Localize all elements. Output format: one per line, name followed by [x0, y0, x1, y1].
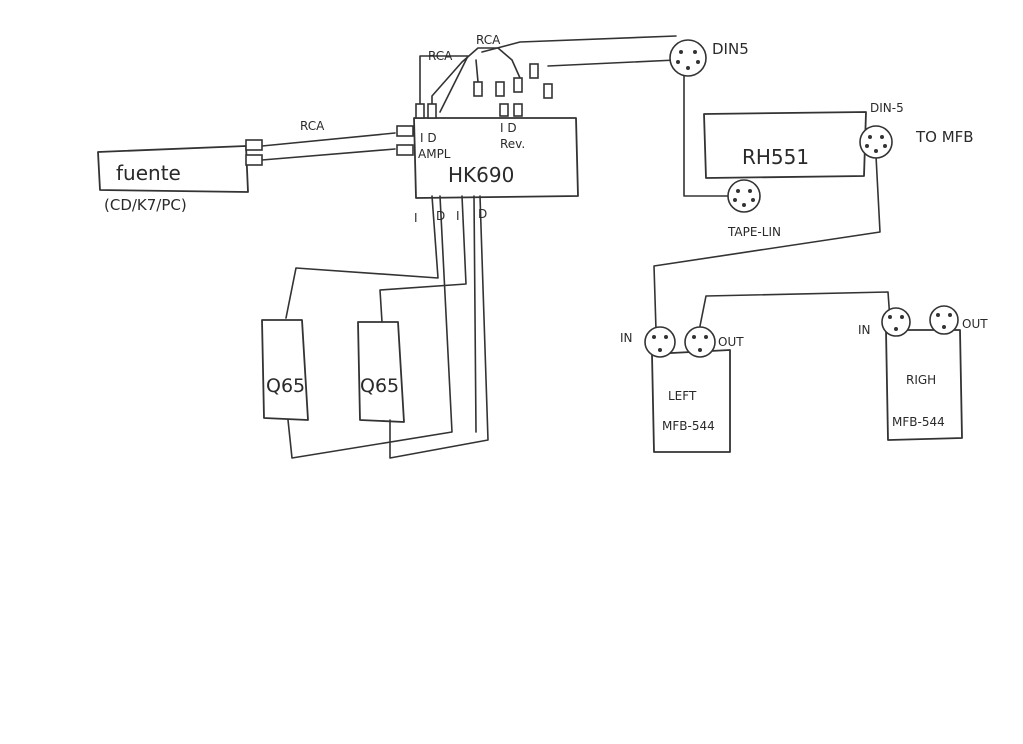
source-rca-jack-2: [245, 154, 263, 166]
tape-link-plug: [727, 179, 761, 213]
right-mfb-model: MFB-544: [892, 415, 945, 429]
rca-left-label: RCA: [300, 119, 325, 133]
speaker-cable-right-3: [473, 195, 477, 433]
mfb-left-unit: LEFT MFB-544: [651, 349, 731, 453]
source-sub-label: (CD/K7/PC): [104, 196, 187, 214]
mfb-feed-cable: [653, 155, 881, 331]
left-mfb-model: MFB-544: [662, 419, 715, 433]
reverb-din5-out: [859, 125, 893, 159]
mfb-right-out-jack: [929, 305, 959, 335]
spk-out-mid1-label: D: [436, 209, 445, 223]
mfb-left-out-jack: [684, 326, 716, 358]
rca-plug-9: [513, 103, 523, 117]
spk-out-left-label: I: [414, 211, 418, 225]
source-device: fuente (CD/K7/PC): [97, 139, 263, 214]
mfb-left-in-jack: [644, 326, 676, 358]
mfb-right-unit: RIGH MFB-544: [885, 329, 963, 441]
rca-plug-4: [495, 81, 505, 97]
right-in-label: IN: [858, 323, 871, 337]
din5-cable-top-2: [547, 59, 677, 67]
amplifier: I D AMPL I D Rev. HK690 I D I D: [396, 117, 579, 225]
tape-link-label: TAPE-LIN: [727, 225, 781, 239]
rca-plug-2: [427, 103, 437, 119]
speaker-right-label: Q65: [360, 375, 399, 397]
rca-plug-7: [543, 83, 553, 99]
mfb-link-cable: [699, 291, 891, 327]
rca-top-left-label: RCA: [428, 49, 453, 63]
din5-tape-cable: [683, 73, 729, 197]
speaker-cable-left-1: [285, 195, 439, 319]
din-top-label: DIN5: [712, 40, 749, 58]
rca-plug-1: [415, 103, 425, 119]
source-rca-jack-1: [245, 139, 263, 151]
speaker-left-label: Q65: [266, 375, 305, 397]
speaker-left: Q65: [261, 319, 309, 421]
din5-top-connector: [669, 39, 707, 77]
rca-plug-8: [499, 103, 509, 117]
top-rca-plugs: [415, 63, 553, 119]
rca-plug-3: [473, 81, 483, 97]
amp-name: HK690: [448, 163, 514, 187]
amp-input-jack-1: [396, 125, 414, 137]
rca-plug-6: [529, 63, 539, 79]
speaker-cable-left-2: [287, 195, 453, 459]
amp-in-left-label: I D: [420, 131, 437, 145]
rca-loop-cable-3: [475, 59, 479, 83]
speaker-cable-right-2: [389, 195, 489, 459]
rca-plug-5: [513, 77, 523, 93]
wires: [261, 35, 891, 459]
rca-loop-cable-2: [431, 47, 521, 117]
reverb-name: RH551: [742, 145, 809, 169]
to-mfb-label: TO MFB: [915, 128, 974, 146]
amp-in-right-sub-label: Rev.: [500, 137, 525, 151]
amp-input-jack-2: [396, 144, 414, 156]
right-out-label: OUT: [962, 317, 988, 331]
amp-in-left-sub-label: AMPL: [418, 147, 451, 161]
reverb-unit: RH551: [703, 111, 867, 179]
left-mfb-name: LEFT: [668, 389, 697, 403]
din5-right-label: DIN-5: [870, 101, 904, 115]
din5-cable-top: [481, 35, 677, 53]
rca-cable-source-amp-2: [261, 148, 396, 161]
left-in-label: IN: [620, 331, 633, 345]
rca-cable-source-amp: [261, 132, 396, 147]
right-mfb-name: RIGH: [906, 373, 936, 387]
left-out-label: OUT: [718, 335, 744, 349]
spk-out-right-label: D: [478, 207, 487, 221]
spk-out-mid2-label: I: [456, 209, 460, 223]
mfb-right-in-jack: [881, 307, 911, 337]
speaker-right: Q65: [357, 321, 405, 423]
amp-in-right-label: I D: [500, 121, 517, 135]
rca-top-right-label: RCA: [476, 33, 501, 47]
source-label: fuente: [116, 161, 181, 185]
speaker-cable-right-1: [379, 195, 467, 323]
